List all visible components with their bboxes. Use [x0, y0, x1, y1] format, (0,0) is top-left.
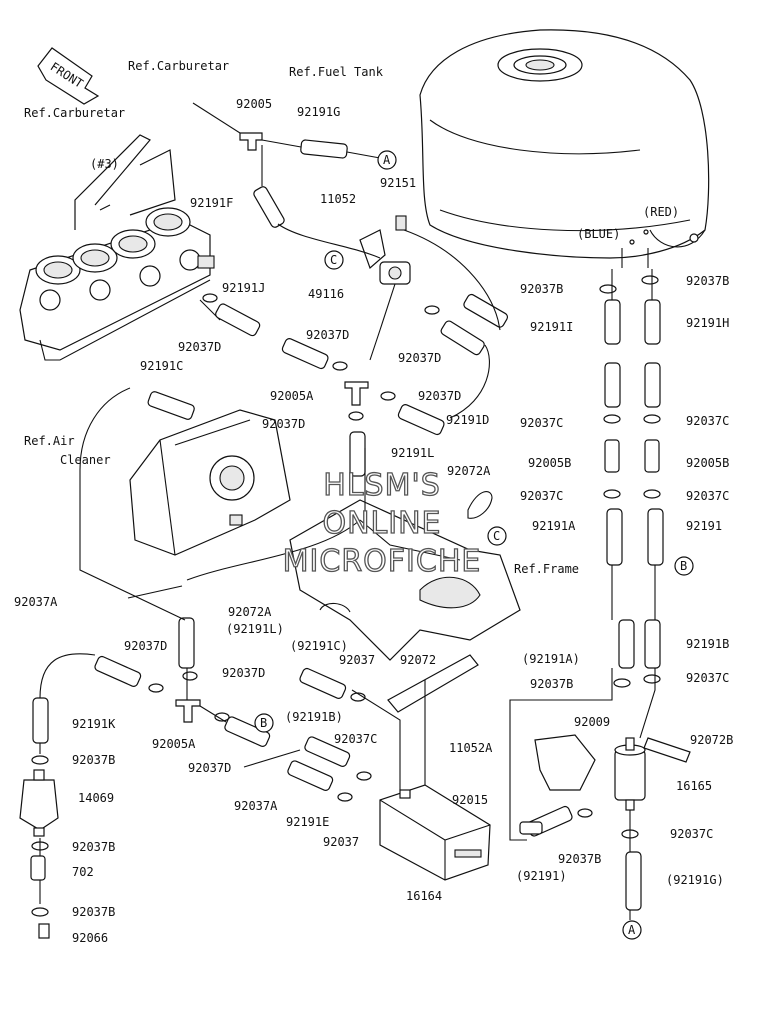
label-92072: 92072: [400, 653, 436, 667]
label-92037-b: 92037: [323, 835, 359, 849]
label-ref-frame: Ref.Frame: [514, 562, 579, 576]
label-92037b-k: 92037B: [72, 753, 115, 767]
label-92037b-o: 92037B: [558, 852, 601, 866]
label-92037c-left: 92037C: [520, 416, 563, 430]
label-92191g-paren: (92191G): [666, 873, 724, 887]
label-92037c-m: 92037C: [334, 732, 377, 746]
label-ref-fuel-tank: Ref.Fuel Tank: [289, 65, 384, 79]
label-92191a: 92191A: [532, 519, 576, 533]
label-92191c-paren: (92191C): [290, 639, 348, 653]
label-92005a-low: 92005A: [152, 737, 196, 751]
label-cleaner: Cleaner: [60, 453, 111, 467]
label-92191h: 92191H: [686, 316, 729, 330]
air-cleaner: [129, 409, 291, 556]
label-49116: 49116: [308, 287, 344, 301]
label-92191c: 92191C: [140, 359, 183, 373]
label-92005b-left: 92005B: [528, 456, 571, 470]
label-11052: 11052: [320, 192, 356, 206]
label-92005b-right: 92005B: [686, 456, 729, 470]
leader-lines: [39, 102, 656, 920]
label-92191d: 92191D: [446, 413, 489, 427]
label-92066: 92066: [72, 931, 108, 945]
label-92037a-left: 92037A: [14, 595, 58, 609]
label-92191-paren: (92191): [516, 869, 567, 883]
label-92037c-left-2: 92037C: [520, 489, 563, 503]
label-92037b-right: 92037B: [686, 274, 729, 288]
valve-49116: [379, 261, 411, 285]
frame: [289, 499, 521, 661]
front-arrow: FRONT: [37, 47, 100, 105]
label-92037b-m: 92037B: [530, 677, 573, 691]
connector-b-left: B: [260, 716, 267, 730]
label-92037a-b: 92037A: [234, 799, 278, 813]
fuel-pump-16165: [614, 737, 646, 811]
carburetor-assembly: [19, 207, 215, 361]
label-92191f: 92191F: [190, 196, 233, 210]
label-92037d-b: 92037D: [306, 328, 349, 342]
label-92072a-left: 92072A: [228, 605, 272, 619]
connector-c-right: C: [493, 529, 500, 543]
label-92037c-n: 92037C: [686, 671, 729, 685]
label-92191e: 92191E: [286, 815, 329, 829]
label-92009: 92009: [574, 715, 610, 729]
fuel-tank: [419, 29, 710, 268]
label-92005: 92005: [236, 97, 272, 111]
label-92037c-right: 92037C: [686, 414, 729, 428]
watermark-line-1: HLSM'S: [323, 468, 441, 503]
label-92037b-k2: 92037B: [72, 840, 115, 854]
hoses: [30, 139, 664, 911]
canister-16164: [379, 784, 491, 881]
connector-a-bottom: A: [628, 923, 636, 937]
label-ref-carburetar-left: Ref.Carburetar: [24, 106, 125, 120]
label-92191b-paren: (92191B): [285, 710, 343, 724]
connector-b-right: B: [680, 559, 687, 573]
label-92037d-h: 92037D: [188, 761, 231, 775]
label-92037d-g: 92037D: [222, 666, 265, 680]
label-92037c-right-2: 92037C: [686, 489, 729, 503]
label-92191l: 92191L: [391, 446, 434, 460]
connectors: [254, 150, 694, 940]
label-92191k: 92191K: [72, 717, 116, 731]
label-92037d-f: 92037D: [124, 639, 167, 653]
label-red: (RED): [643, 205, 679, 219]
label-92037d-d: 92037D: [418, 389, 461, 403]
label-92191a-paren: (92191A): [522, 652, 580, 666]
label-92191j: 92191J: [222, 281, 265, 295]
label-qty-3: (#3): [90, 157, 119, 171]
label-ref-carburetar-top: Ref.Carburetar: [128, 59, 229, 73]
label-92005a-mid: 92005A: [270, 389, 314, 403]
label-92037d-c: 92037D: [398, 351, 441, 365]
watermark: HLSM'S ONLINE MICROFICHE: [282, 467, 482, 579]
label-92015: 92015: [452, 793, 488, 807]
label-11052a: 11052A: [449, 741, 493, 755]
label-92191b: 92191B: [686, 637, 729, 651]
fuel-filter-14069: [19, 769, 59, 837]
label-92037d-e: 92037D: [262, 417, 305, 431]
label-92037-a: 92037: [339, 653, 375, 667]
label-14069: 14069: [78, 791, 114, 805]
watermark-line-3: MICROFICHE: [283, 544, 482, 579]
label-92191g: 92191G: [297, 105, 340, 119]
label-92037d-a: 92037D: [178, 340, 221, 354]
watermark-line-2: ONLINE: [322, 506, 441, 541]
label-16165: 16165: [676, 779, 712, 793]
label-blue: (BLUE): [577, 227, 620, 241]
label-92191: 92191: [686, 519, 722, 533]
connector-c-left: C: [330, 253, 337, 267]
label-702: 702: [72, 865, 94, 879]
label-92191i: 92191I: [530, 320, 573, 334]
label-92037c-o: 92037C: [670, 827, 713, 841]
connector-a-top: A: [383, 153, 391, 167]
label-92072a-right: 92072A: [447, 464, 491, 478]
clamps: [31, 275, 661, 917]
label-92072b: 92072B: [690, 733, 733, 747]
label-92037b-left: 92037B: [520, 282, 563, 296]
label-ref-air: Ref.Air: [24, 434, 75, 448]
label-16164: 16164: [406, 889, 442, 903]
label-92191l-paren: (92191L): [226, 622, 284, 636]
label-92151: 92151: [380, 176, 416, 190]
label-92037b-k3: 92037B: [72, 905, 115, 919]
